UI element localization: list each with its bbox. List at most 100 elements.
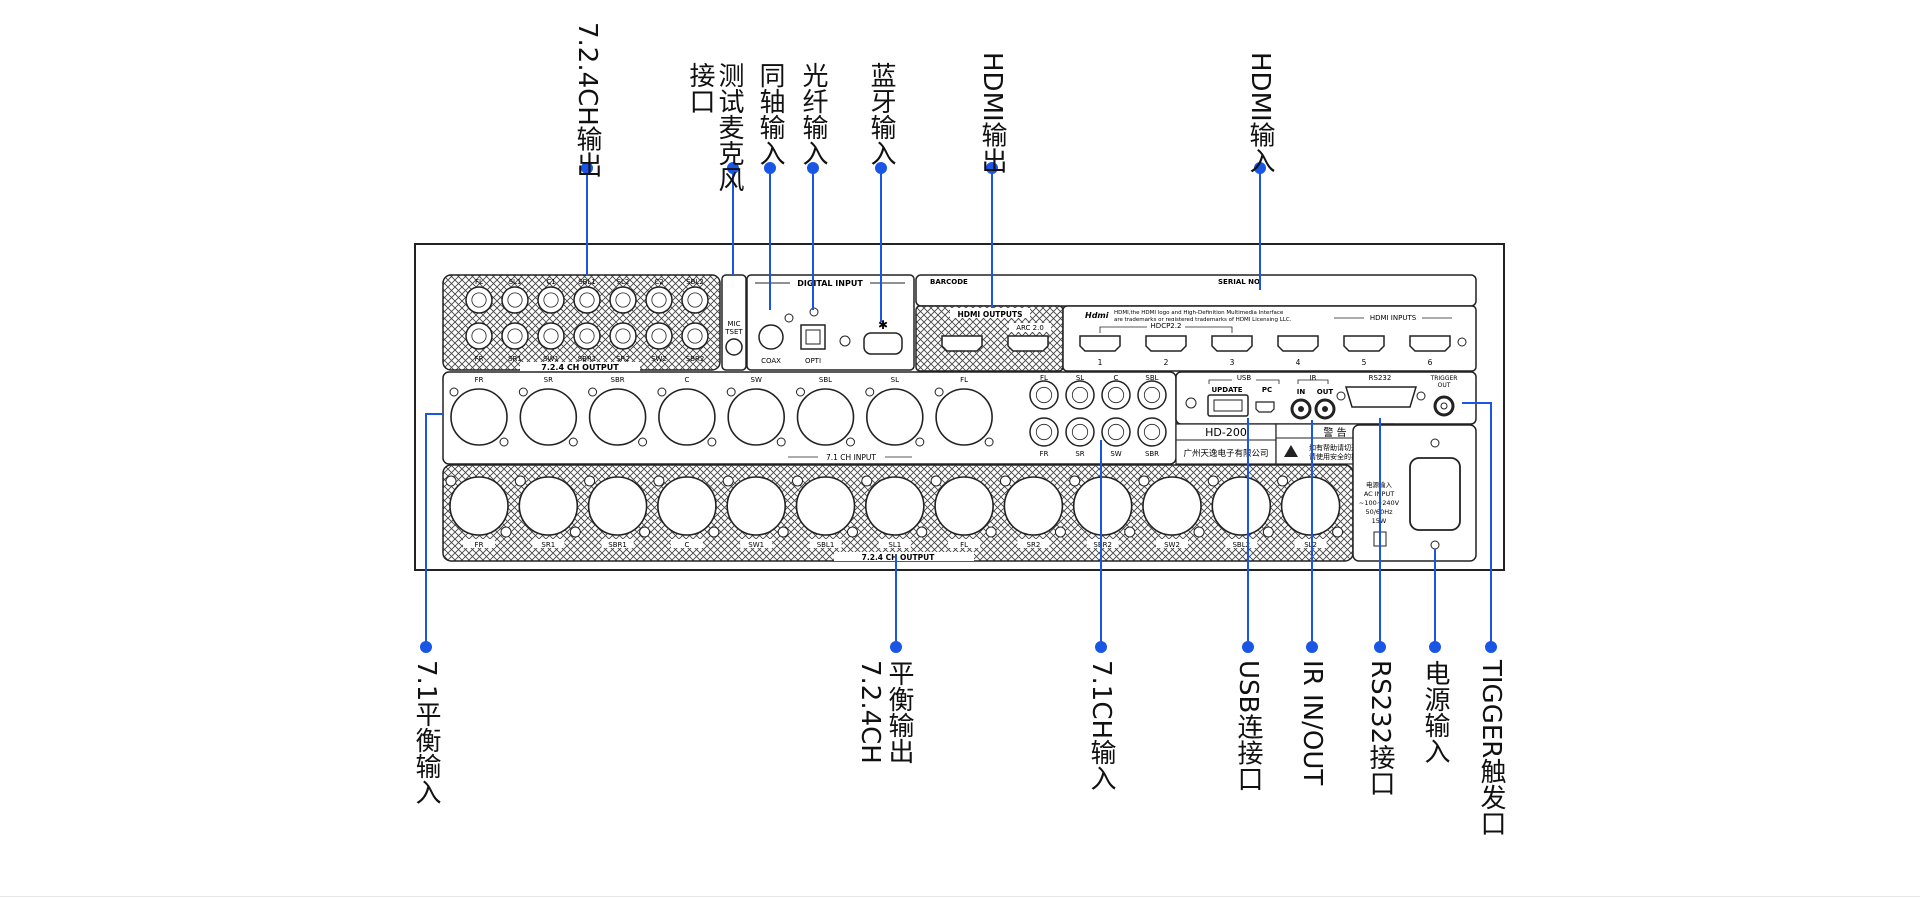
rca71-input-jack[interactable] xyxy=(1065,417,1095,447)
rca-output-jack[interactable] xyxy=(681,286,709,314)
rca71-input-jack[interactable] xyxy=(1137,417,1167,447)
warning-icon xyxy=(1284,445,1298,457)
rca-output-jack[interactable] xyxy=(537,286,565,314)
rca71-top-label: SBL xyxy=(1145,374,1158,382)
rca-bottom-label: SW2 xyxy=(651,355,667,363)
xlr-output-label: SR2 xyxy=(1027,541,1041,549)
xlr-output-jack[interactable] xyxy=(792,475,858,548)
xlr-input-jack[interactable] xyxy=(726,387,786,447)
rca-output-jack[interactable] xyxy=(609,322,637,350)
trigger-label-2: OUT xyxy=(1438,382,1451,389)
page-bottom-rule xyxy=(0,896,1920,897)
xlr-input-jack[interactable] xyxy=(588,387,648,447)
mic-label: MIC xyxy=(728,320,741,328)
rca-output-jack[interactable] xyxy=(501,286,529,314)
callout-power-input: 电源输入 xyxy=(1420,660,1450,764)
warning-line-1: 如有帮助请切开盖 xyxy=(1309,443,1365,452)
bluetooth-antenna[interactable] xyxy=(863,332,903,355)
rca-bottom-label: SR2 xyxy=(616,355,630,363)
xlr-input-label: SBR xyxy=(611,376,625,384)
usb-pc-port[interactable] xyxy=(1255,401,1275,413)
xlr-input-jack[interactable] xyxy=(934,387,994,447)
rca71-bottom-label: SR xyxy=(1075,450,1084,458)
xlr-output-jack[interactable] xyxy=(1138,475,1205,548)
rca-top-label: SL2 xyxy=(617,278,630,286)
arc-label: ARC 2.0 xyxy=(1016,324,1044,332)
xlr-output-jack[interactable] xyxy=(445,475,512,548)
xlr-output-label: C xyxy=(684,541,689,549)
rca71-input-jack[interactable] xyxy=(1101,417,1131,447)
xlr-output-jack[interactable] xyxy=(1069,475,1136,548)
xlr-input-label: SR xyxy=(544,376,553,384)
rca-output-jack[interactable] xyxy=(645,322,673,350)
rca-bottom-label: FR xyxy=(475,355,484,363)
power-inlet[interactable] xyxy=(1409,457,1461,531)
hdmi-input-port[interactable] xyxy=(1145,335,1187,352)
callout-coax-input: 同轴输入 xyxy=(755,62,785,166)
rca-output-jack[interactable] xyxy=(537,322,565,350)
rca71-input-jack[interactable] xyxy=(1137,380,1167,410)
xlr-output-jack[interactable] xyxy=(653,475,720,548)
hdmi-input-port[interactable] xyxy=(1079,335,1121,352)
rca71-input-jack[interactable] xyxy=(1101,380,1131,410)
rca71-input-jack[interactable] xyxy=(1029,380,1059,410)
callout-bluetooth-input: 蓝牙输入 xyxy=(866,62,896,166)
hdmi-input-port[interactable] xyxy=(1343,335,1385,352)
digital-input-panel xyxy=(746,274,915,371)
rs232-port[interactable] xyxy=(1344,386,1418,408)
xlr-output-jack[interactable] xyxy=(584,475,651,548)
hdmi-out-port-2[interactable] xyxy=(1007,335,1049,352)
update-label: UPDATE xyxy=(1211,386,1242,394)
hdmi-input-port[interactable] xyxy=(1211,335,1253,352)
xlr-output-jack[interactable] xyxy=(930,475,997,548)
xlr-output-label: FL xyxy=(960,541,968,549)
xlr-output-jack[interactable] xyxy=(1207,475,1274,548)
callout-mic-test-2: 接口 xyxy=(685,62,715,114)
xlr-input-jack[interactable] xyxy=(796,387,855,447)
xlr-output-label: SL2 xyxy=(1304,541,1317,549)
ir-label: IR xyxy=(1310,374,1317,382)
usb-label: USB xyxy=(1237,374,1252,382)
callout-usb-port: USB连接口 xyxy=(1233,660,1263,792)
hdmi-input-port[interactable] xyxy=(1277,335,1319,352)
hdmi-inputs-label: HDMI INPUTS xyxy=(1370,314,1417,322)
rca71-input-jack[interactable] xyxy=(1065,380,1095,410)
rca-output-jack[interactable] xyxy=(573,322,601,350)
xlr-input-label: SW xyxy=(751,376,762,384)
hdmi-input-port[interactable] xyxy=(1409,335,1451,352)
xlr-input-jack[interactable] xyxy=(518,387,578,447)
xlr-output-jack[interactable] xyxy=(861,475,928,548)
hdmi-logo: Hdmi xyxy=(1085,311,1109,320)
rca-output-jack[interactable] xyxy=(609,286,637,314)
hdmi-outputs-label: HDMI OUTPUTS xyxy=(957,310,1022,319)
rca-output-jack[interactable] xyxy=(501,322,529,350)
hdmi-out-port-1[interactable] xyxy=(941,335,983,352)
xlr-output-label: SBR1 xyxy=(608,541,627,549)
xlr-output-jack[interactable] xyxy=(514,475,581,548)
rca71-input-jack[interactable] xyxy=(1029,417,1059,447)
xlr-output-jack[interactable] xyxy=(722,475,789,548)
rca-output-jack[interactable] xyxy=(645,286,673,314)
rca-output-jack[interactable] xyxy=(573,286,601,314)
xlr-output-jack[interactable] xyxy=(999,475,1066,548)
xlr-input-jack[interactable] xyxy=(449,387,509,447)
rca-output-jack[interactable] xyxy=(681,322,709,350)
xlr-input-jack[interactable] xyxy=(865,387,925,447)
callout-lines xyxy=(420,162,1497,653)
xlr-input-label: FL xyxy=(960,376,968,384)
mic-jack[interactable] xyxy=(725,338,743,356)
rca-output-jack[interactable] xyxy=(465,286,493,314)
coax-jack[interactable] xyxy=(758,324,784,350)
hdmi-notice-line-2: are trademarks or registered trademarks … xyxy=(1114,317,1292,323)
xlr-input-jack[interactable] xyxy=(657,387,717,447)
rca-output-jack[interactable] xyxy=(465,322,493,350)
callout-optical-input: 光纤输入 xyxy=(798,62,828,166)
callout-hdmi-output: HDMI输出 xyxy=(977,52,1007,174)
trigger-label: TRIGGER xyxy=(1430,375,1458,382)
rca-top-label: C1 xyxy=(546,278,555,286)
rca71-top-label: C xyxy=(1114,374,1119,382)
xlr-output-jack[interactable] xyxy=(1277,475,1344,548)
